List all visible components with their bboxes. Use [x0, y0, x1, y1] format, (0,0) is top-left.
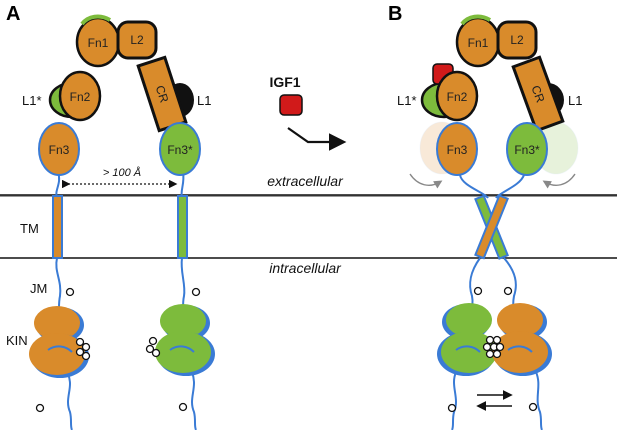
- kin-right-nlobe: [160, 304, 206, 338]
- kin-left-nlobe: [34, 306, 80, 340]
- phospho-site: [503, 286, 513, 296]
- fn3-label: Fn3: [49, 143, 70, 157]
- fn2-domain: [58, 70, 102, 122]
- extracellular-label: extracellular: [267, 173, 344, 189]
- igf1-label: IGF1: [269, 74, 300, 90]
- fn1-label-b: Fn1: [468, 36, 489, 50]
- fn3-domain-b: [436, 122, 478, 176]
- cr-label-b: CR: [528, 83, 547, 104]
- igf1-binding: IGF1: [269, 74, 347, 151]
- kin-b-right-clobe: [492, 331, 548, 373]
- panel-b-label: B: [388, 3, 402, 25]
- fn1-b-green-edge: [460, 14, 492, 26]
- kin-left-hinge: [47, 345, 73, 353]
- kin-b-right-hinge: [507, 345, 533, 353]
- phospho-site: [485, 335, 495, 345]
- motion-arrow-left: [409, 173, 443, 189]
- phospho-site: [35, 403, 45, 413]
- kin-right-hinge: [169, 345, 195, 353]
- phospho-site: [81, 351, 91, 361]
- phospho-site: [495, 342, 505, 352]
- ctail-left: [67, 373, 73, 431]
- panel-b-receptor: Fn1 L2 Fn2 CR Fn3 Fn3* L1* L1: [397, 14, 582, 431]
- fn3-domain: [38, 122, 80, 176]
- l1-star-label: L1*: [22, 93, 42, 108]
- kin-b-left-nlobe: [446, 303, 492, 337]
- kin-left-clobe: [29, 333, 85, 375]
- phospho-site: [492, 349, 502, 359]
- ctail-right: [191, 371, 197, 431]
- kin-label: KIN: [6, 333, 28, 348]
- phospho-site: [151, 348, 161, 358]
- phospho-site: [148, 336, 158, 346]
- kin-b-left-hinge: [455, 345, 481, 353]
- l1-label: L1: [197, 93, 211, 108]
- phospho-sites-a: [35, 287, 201, 413]
- fn3-label-b: Fn3: [447, 143, 468, 157]
- panel-a-label: A: [6, 3, 20, 25]
- igf1-ligand: [279, 94, 303, 116]
- ctail-left-b: [451, 371, 457, 431]
- phospho-site: [145, 344, 155, 354]
- fn2-label: Fn2: [70, 90, 91, 104]
- phospho-site: [191, 287, 201, 297]
- cr-domain-b: [511, 55, 565, 133]
- fn2-label-b: Fn2: [447, 90, 468, 104]
- fn2-domain-b: [435, 70, 479, 122]
- distance-label: > 100 Å: [103, 166, 141, 179]
- fn1-label: Fn1: [88, 36, 109, 50]
- phospho-site: [492, 335, 502, 345]
- kin-right-clobe: [155, 331, 211, 373]
- l1-star-label-b: L1*: [397, 93, 417, 108]
- phospho-site: [447, 403, 457, 413]
- tm-helix-left: [52, 195, 63, 259]
- tether-left-b: [459, 174, 489, 199]
- tm-helix-right: [177, 195, 188, 259]
- phospho-site: [528, 402, 538, 412]
- tm-helix-orange-b: [474, 194, 509, 260]
- l1-label-b: L1: [568, 93, 582, 108]
- phospho-site: [485, 349, 495, 359]
- panel-a-receptor: Fn1 L2 Fn2 CR Fn3 Fn3* L1* L1 > 100 Å JM: [6, 14, 215, 431]
- motion-arrow-right: [542, 173, 576, 189]
- phospho-site: [178, 402, 188, 412]
- jm-label: JM: [30, 281, 47, 296]
- l2-label-b: L2: [510, 33, 524, 47]
- tm-label: TM: [20, 221, 39, 236]
- phospho-site: [75, 337, 85, 347]
- kin-b-left-clobe: [441, 331, 497, 373]
- phospho-sites-b: [447, 286, 538, 413]
- intracellular-label: intracellular: [269, 260, 342, 276]
- l2-label: L2: [130, 33, 144, 47]
- l2-domain: [116, 20, 158, 60]
- l2-domain-b: [496, 20, 538, 60]
- activation-arrow: [287, 127, 347, 151]
- phospho-site: [65, 287, 75, 297]
- kin-b-right-nlobe: [497, 303, 543, 337]
- fn3-star-label: Fn3*: [167, 143, 193, 157]
- fn3-star-domain-b: [506, 122, 548, 176]
- phospho-site: [473, 286, 483, 296]
- cr-label: CR: [153, 84, 172, 105]
- phospho-site: [81, 342, 91, 352]
- tether-right-b: [495, 174, 525, 199]
- fn1-green-edge: [80, 14, 112, 26]
- fn3-star-domain: [159, 122, 201, 176]
- phospho-site: [482, 342, 492, 352]
- phospho-site: [75, 347, 85, 357]
- fn3-star-label-b: Fn3*: [514, 143, 540, 157]
- ctail-right-b: [535, 371, 543, 431]
